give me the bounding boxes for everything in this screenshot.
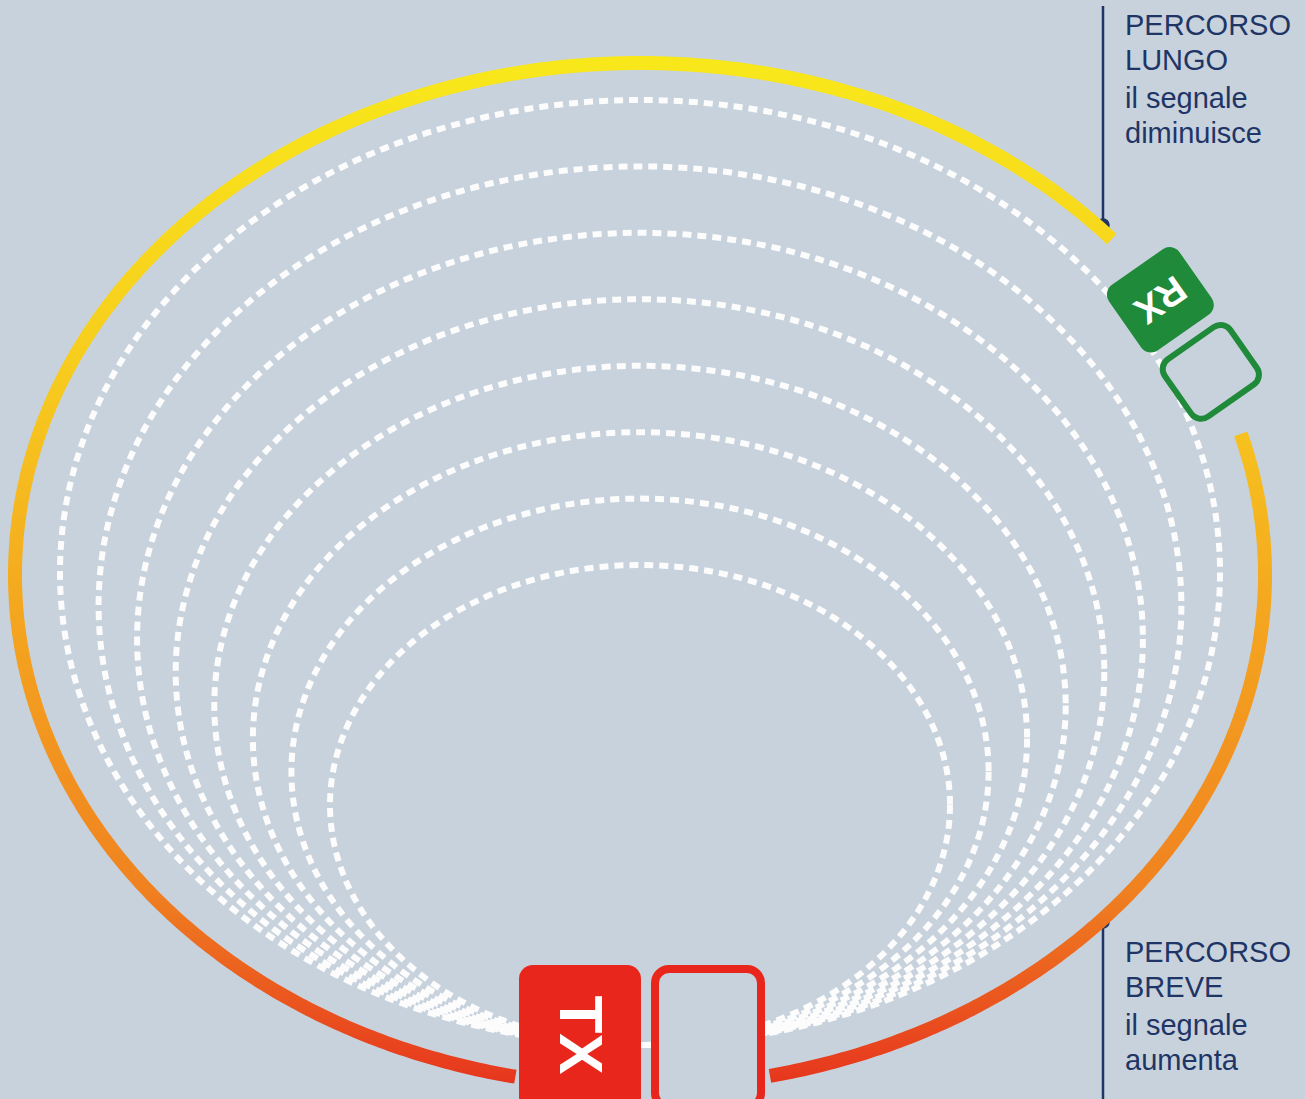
device-label: TX (549, 995, 611, 1074)
field-line (176, 299, 1105, 1045)
long-path-wire (15, 63, 1112, 1077)
transmitter-box: TX (517, 963, 767, 1099)
field-line (214, 366, 1065, 1045)
leader-line (1102, 6, 1105, 225)
callout-text: PERCORSO BREVEil segnale aumenta (1125, 935, 1303, 1078)
callout-note: il segnale diminuisce (1125, 81, 1303, 151)
box-socket (655, 969, 761, 1099)
field-line (137, 233, 1143, 1045)
callout-heading: PERCORSO LUNGO (1125, 8, 1303, 78)
callout-text: PERCORSO LUNGOil segnale diminuisce (1125, 8, 1303, 151)
callout-note: il segnale aumenta (1125, 1008, 1303, 1078)
leader-line (1102, 922, 1105, 1099)
field-line (60, 100, 1220, 1045)
field-line (291, 499, 988, 1045)
box-outline (1099, 240, 1270, 431)
receiver-box: RX (1099, 240, 1270, 431)
field-line (253, 432, 1027, 1045)
field-line (330, 565, 950, 1045)
box-body (519, 965, 641, 1099)
box-socket (1158, 320, 1264, 423)
field-line (99, 166, 1182, 1045)
callout-heading: PERCORSO BREVE (1125, 935, 1303, 1005)
